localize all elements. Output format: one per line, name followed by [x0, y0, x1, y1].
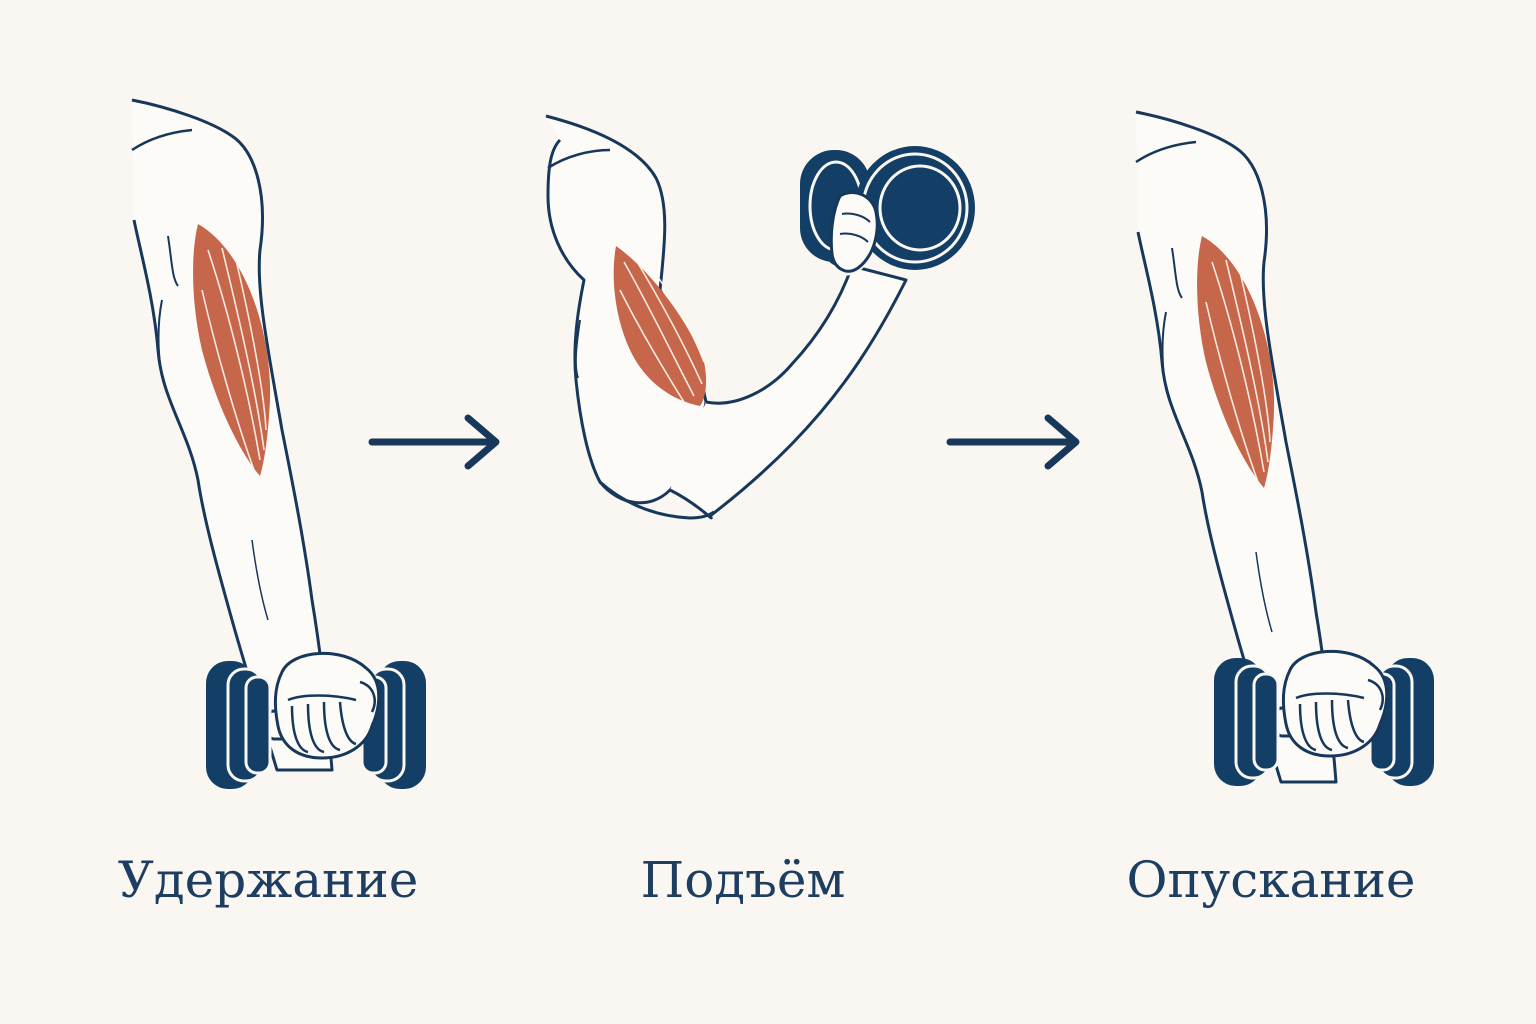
- arm-curled-icon: [545, 114, 908, 520]
- arrow-right-icon: [368, 414, 500, 470]
- dumbbell-raised-icon: [800, 146, 975, 276]
- stage-label-lower: Опускание: [1126, 851, 1416, 909]
- stage-label-hold: Удержание: [117, 851, 419, 909]
- stage-label-raise: Подъём: [640, 851, 846, 909]
- stage-2-figure: [545, 114, 975, 520]
- fist-icon: [273, 651, 381, 760]
- arrow-right-icon: [946, 414, 1080, 470]
- fist-icon: [1281, 649, 1389, 758]
- stage-3-figure: [1134, 110, 1436, 788]
